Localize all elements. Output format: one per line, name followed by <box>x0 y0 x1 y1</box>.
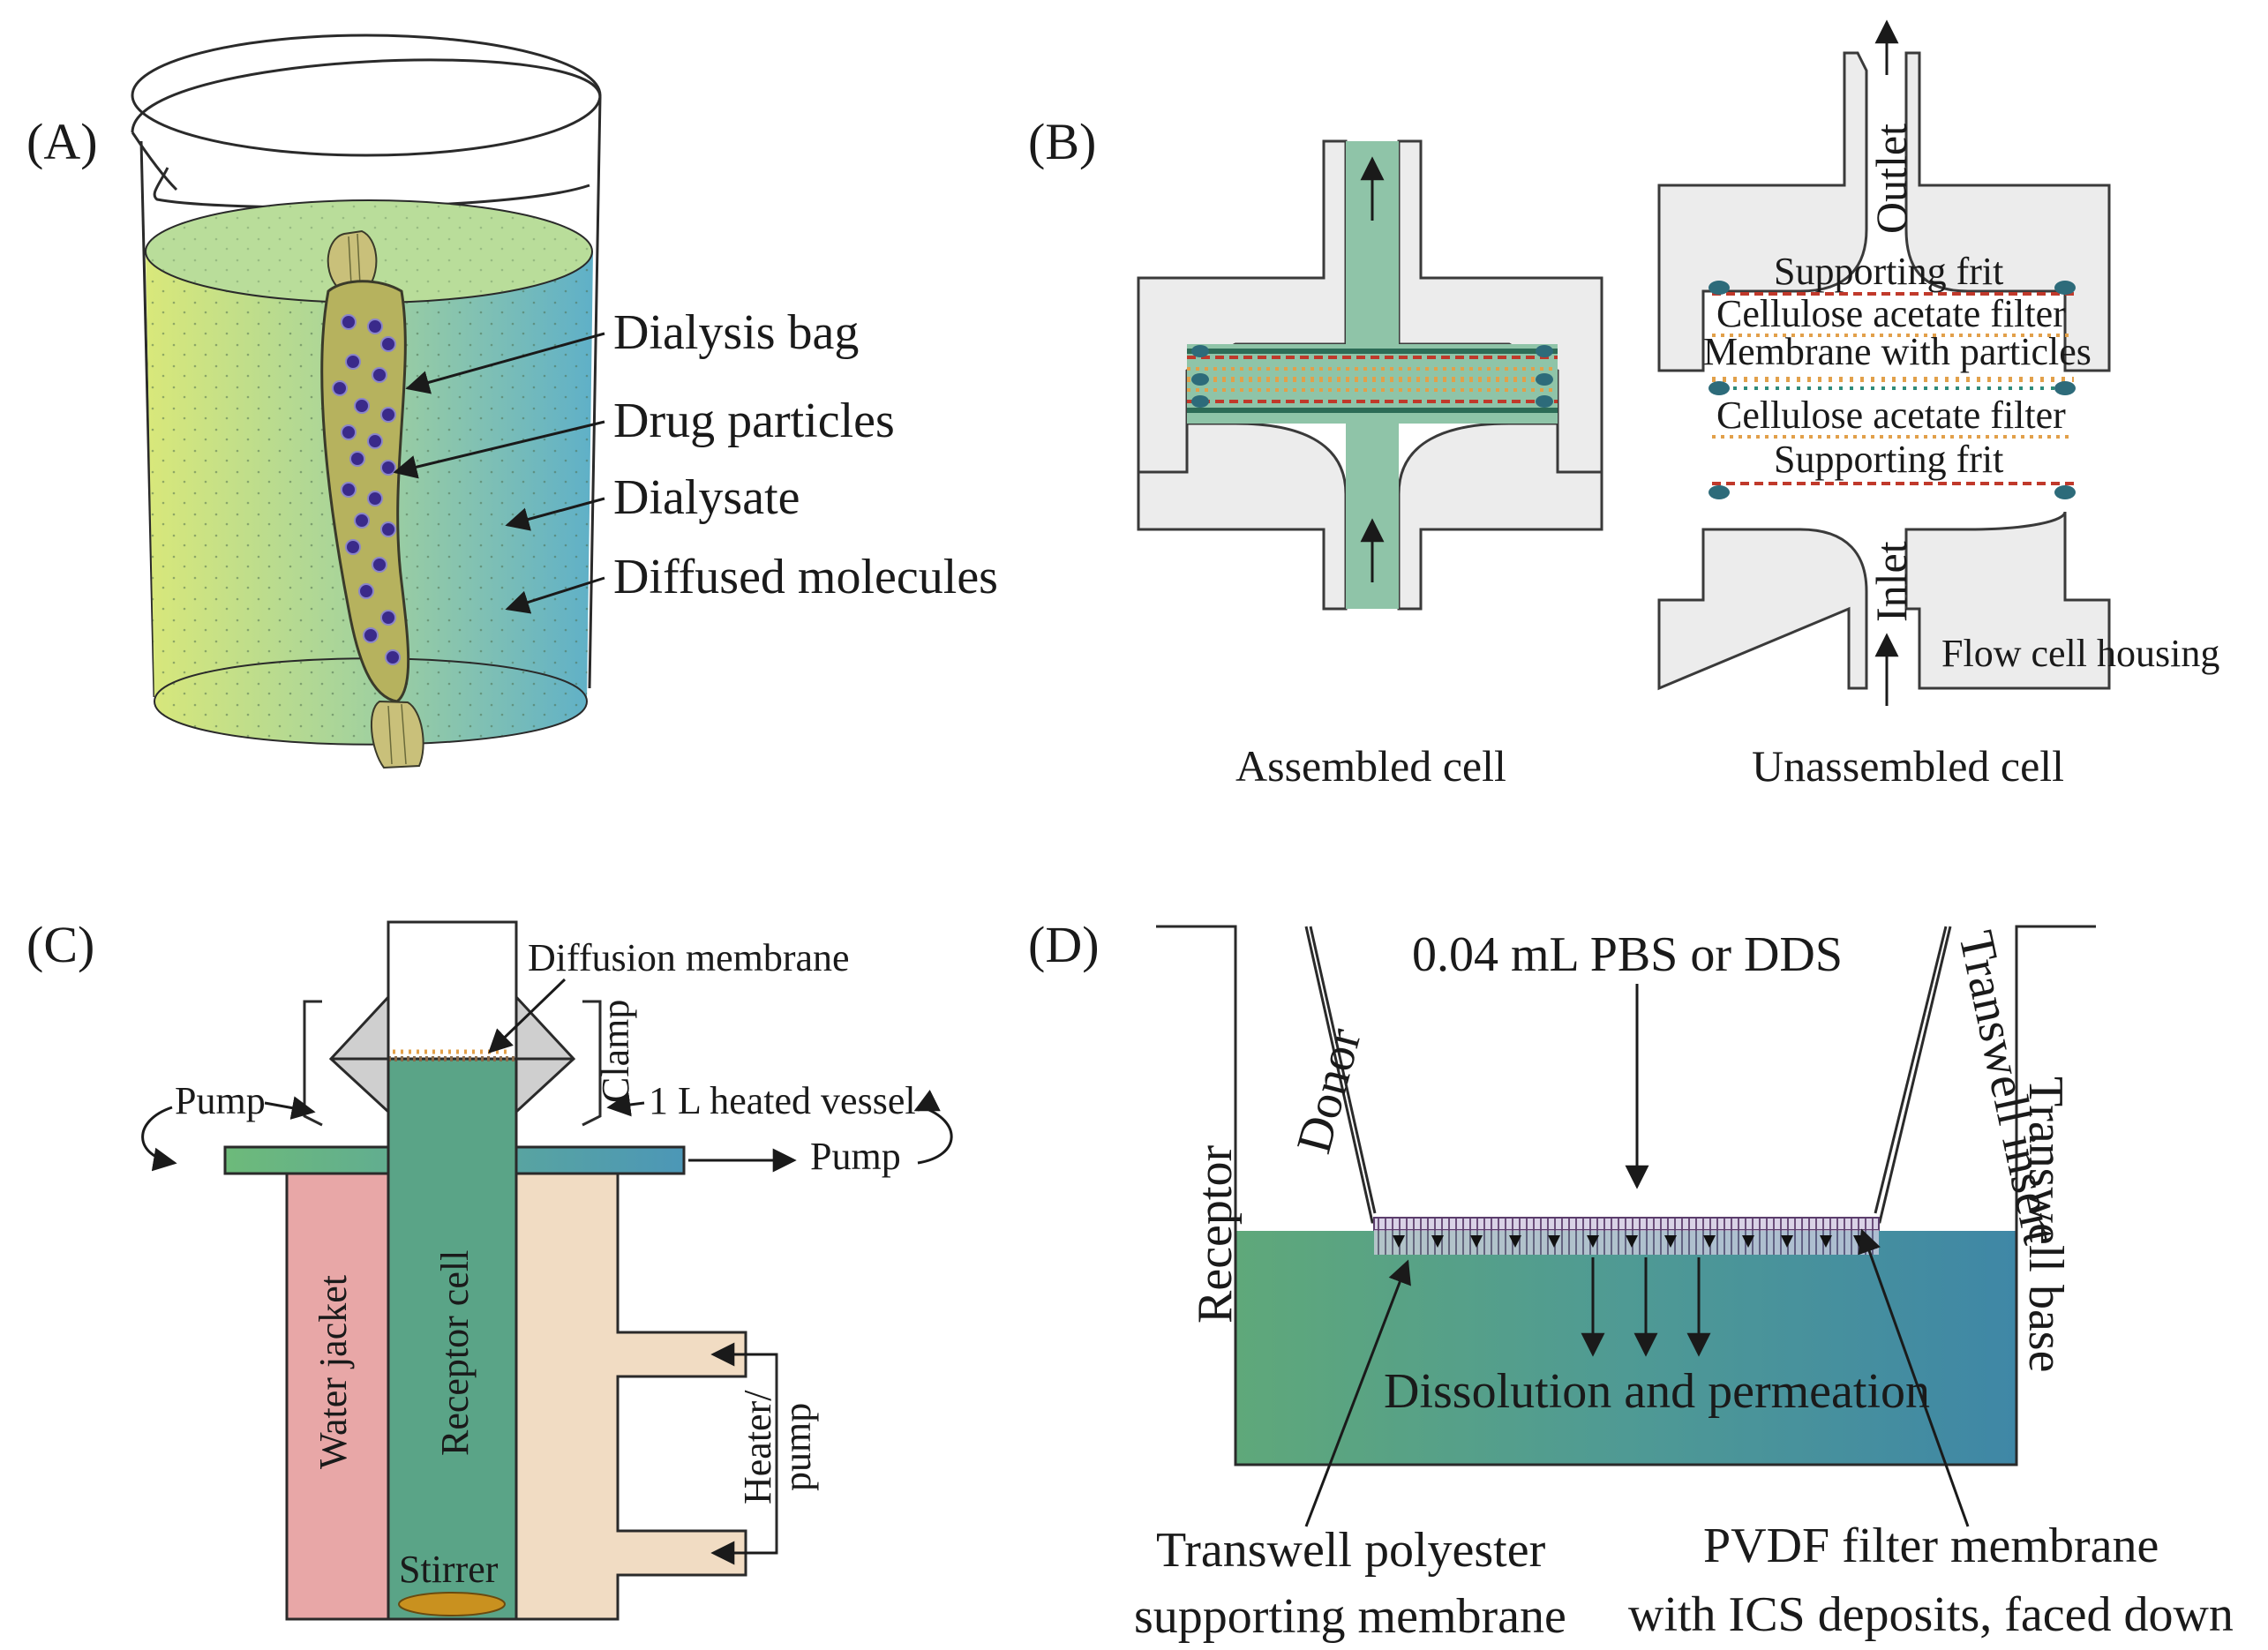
deposit-arrows <box>1393 1235 1866 1248</box>
dialysis-bag-label: Dialysis bag <box>613 305 859 360</box>
receptor-cell-label: Receptor cell <box>433 1250 477 1456</box>
heater-pump-label-1: Heater/ <box>736 1390 779 1504</box>
panel-a: (A) <box>26 34 998 769</box>
receptor-liquid <box>1235 1231 2016 1465</box>
drug-particles <box>332 314 401 665</box>
transwell-base <box>1156 925 2096 1466</box>
vessel-cream <box>514 1172 747 1621</box>
panel-d-label: (D) <box>1028 916 1100 973</box>
diffused-molecules-label: Diffused molecules <box>613 550 998 604</box>
panel-b-label: (B) <box>1028 113 1096 170</box>
panel-b: (B) Assembled cell <box>1028 19 2219 791</box>
pump-right-label: Pump <box>810 1135 901 1178</box>
stirrer-bar <box>398 1592 506 1616</box>
panel-c-label: (C) <box>26 916 94 973</box>
membrane-particles-label: Membrane with particles <box>1703 330 2092 373</box>
transwell-base-label: Transwell base <box>2018 1076 2073 1372</box>
assembled-cell: Assembled cell <box>1137 139 1603 791</box>
unassembled-cell: Outlet Inlet Supporting frit Cellulose a… <box>1657 19 2219 791</box>
clamp <box>303 994 602 1127</box>
heater-pump-label-2: pump <box>776 1403 819 1491</box>
unassembled-cell-label: Unassembled cell <box>1752 741 2064 791</box>
cellulose-filter-top-label: Cellulose acetate filter <box>1716 292 2066 335</box>
receptor-cell <box>387 1057 518 1621</box>
panel-c: (C) Diffusion membrane Clamp Pump 1 L he… <box>26 916 953 1621</box>
polyester-label-2: supporting membrane <box>1134 1589 1566 1644</box>
beaker <box>131 34 602 698</box>
pump-left-label: Pump <box>175 1079 266 1122</box>
donor-tube <box>387 920 518 1061</box>
inlet-label: Inlet <box>1866 541 1916 622</box>
receptor-label: Receptor <box>1188 1145 1243 1324</box>
diffusion-membrane-label: Diffusion membrane <box>528 936 850 979</box>
water-jacket-label: Water jacket <box>312 1275 355 1469</box>
pvdf-label-1: PVDF filter membrane <box>1703 1519 2159 1573</box>
clamp-label: Clamp <box>594 1000 637 1103</box>
supporting-frit-bottom-label: Supporting frit <box>1774 438 2003 481</box>
heated-vessel-label: 1 L heated vessel <box>649 1079 916 1122</box>
drug-particles-label: Drug particles <box>613 394 895 448</box>
assembled-cell-label: Assembled cell <box>1235 741 1506 791</box>
polyester-membrane <box>1374 1230 1879 1255</box>
dissolution-label: Dissolution and permeation <box>1384 1364 1930 1419</box>
flow-cell-housing-label: Flow cell housing <box>1941 632 2219 675</box>
supporting-frit-top-label: Supporting frit <box>1774 250 2003 293</box>
outlet-label: Outlet <box>1866 124 1916 234</box>
polyester-label-1: Transwell polyester <box>1156 1523 1546 1578</box>
pbs-label: 0.04 mL PBS or DDS <box>1412 927 1843 982</box>
panel-d: (D) 0.04 mL PBS or DDS Donor Receptor Tr… <box>1028 916 2234 1644</box>
dialysis-bag <box>320 229 424 769</box>
pvdf-label-2: with ICS deposits, faced down <box>1628 1587 2234 1642</box>
stirrer-label: Stirrer <box>399 1548 499 1591</box>
dialysate-label: Dialysate <box>613 470 800 525</box>
cellulose-filter-bottom-label: Cellulose acetate filter <box>1716 394 2066 437</box>
panel-a-label: (A) <box>26 113 98 170</box>
pvdf-membrane <box>1373 1217 1880 1231</box>
